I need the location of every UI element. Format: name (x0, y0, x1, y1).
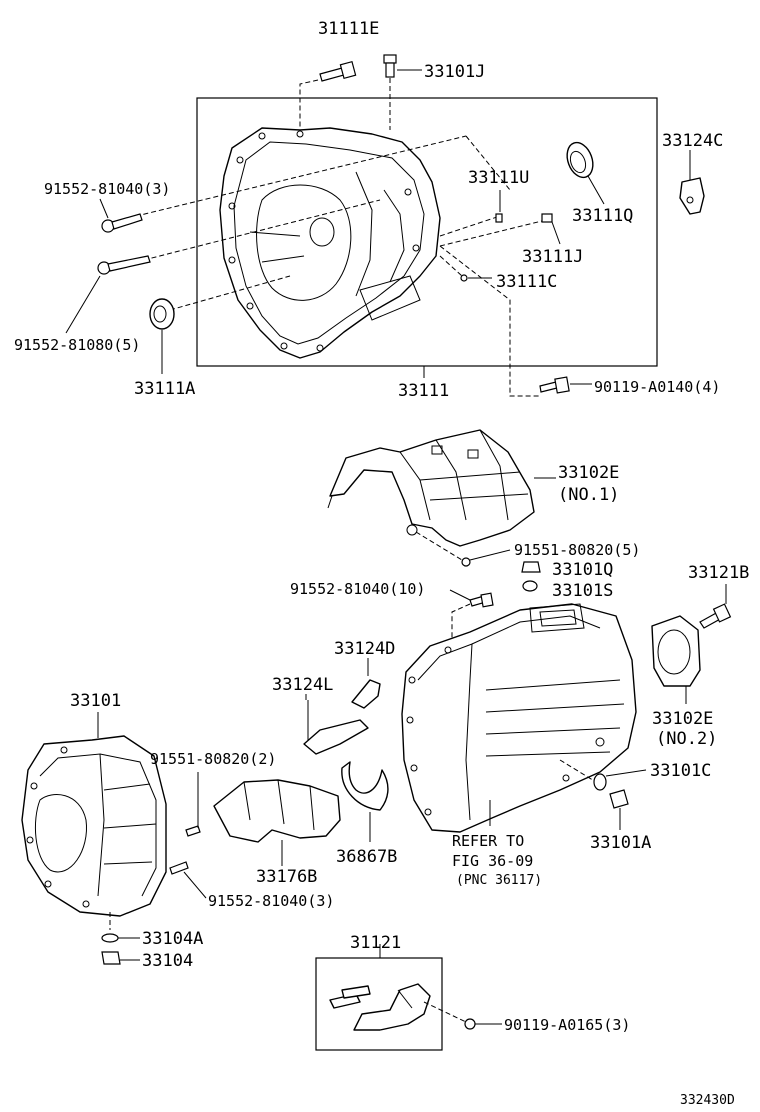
label-33121b: 33121B (688, 563, 749, 583)
label-91551-80820-5: 91551-80820(5) (514, 541, 640, 559)
seal-33111q (566, 141, 594, 179)
label-33124d: 33124D (334, 639, 395, 659)
bolt-91551-80820-lower (185, 825, 201, 837)
bracket-33124d (351, 679, 381, 709)
cover-33176b (213, 779, 341, 843)
label-33111j: 33111J (522, 247, 583, 267)
label-33104: 33104 (142, 951, 193, 971)
label-33111: 33111 (398, 381, 449, 401)
gasket-33101c (593, 773, 607, 791)
transmission-case-33101 (21, 735, 167, 917)
bolt-91552-81080 (97, 255, 151, 275)
bolt-91552-81040-top (101, 213, 143, 233)
label-31121: 31121 (350, 933, 401, 953)
label-33111c: 33111C (496, 272, 557, 292)
bracket-33124l (303, 700, 369, 755)
label-33101s: 33101S (552, 581, 613, 601)
label-91551-80820-2: 91551-80820(2) (150, 750, 276, 768)
plate-33124c (679, 177, 705, 215)
plug-33101j (383, 54, 397, 78)
label-33124c: 33124C (662, 131, 723, 151)
label-33124l: 33124L (272, 675, 333, 695)
label-33104a: 33104A (142, 929, 203, 949)
pin-33111c (460, 274, 468, 282)
bolt-90119-a0140 (539, 376, 570, 394)
label-33101j: 33101J (424, 62, 485, 82)
label-33101a: 33101A (590, 833, 651, 853)
ring-36867b (341, 761, 389, 811)
label-33102e-no1-sub: (NO.1) (558, 485, 619, 505)
bolt-91551-80820-upper (461, 557, 471, 567)
label-33101c: 33101C (650, 761, 711, 781)
label-refer-line1: REFER TO (452, 832, 524, 850)
nut-33104 (101, 951, 121, 965)
pin-33111j (541, 213, 553, 223)
bolt-90119-a0165 (464, 1018, 476, 1030)
transmission-case-right (401, 603, 637, 833)
plug-33101a (609, 789, 629, 809)
pin-33111u (495, 213, 503, 223)
label-36867b: 36867B (336, 847, 397, 867)
label-33111u: 33111U (468, 168, 529, 188)
label-33102e-no2-sub: (NO.2) (656, 729, 717, 749)
label-91552-81080-5: 91552-81080(5) (14, 336, 140, 354)
clutch-housing-33111 (219, 127, 441, 359)
lead-31111e (299, 79, 319, 132)
label-refer-line2: FIG 36-09 (452, 852, 533, 870)
label-91552-81040-3b: 91552-81040(3) (208, 892, 334, 910)
bolt-91552-81040-lower (169, 861, 189, 875)
seal-33111a (149, 298, 175, 330)
label-33101: 33101 (70, 691, 121, 711)
plug-33101q (521, 561, 541, 573)
washer-33101s (522, 580, 538, 592)
diagram-code: 332430D (680, 1093, 735, 1108)
bolt-91552-81040-mid (469, 592, 494, 608)
label-91552-81040-10: 91552-81040(10) (290, 580, 425, 598)
label-33176b: 33176B (256, 867, 317, 887)
bolt-31111e (319, 60, 357, 82)
label-91552-81040-3a: 91552-81040(3) (44, 180, 170, 198)
label-33102e-no2: 33102E (652, 709, 713, 729)
label-90119-a0165-3: 90119-A0165(3) (504, 1016, 630, 1034)
label-31111e: 31111E (318, 19, 379, 39)
label-90119-a0140-4: 90119-A0140(4) (594, 378, 720, 396)
label-33102e-no1: 33102E (558, 463, 619, 483)
fork-set-31121 (315, 957, 443, 1051)
cover-33102e-no2 (651, 615, 701, 687)
clutch-housing-group (65, 54, 705, 397)
label-33111q: 33111Q (572, 206, 633, 226)
clutch-housing-frame (196, 97, 658, 367)
bolt-33121b (699, 603, 732, 629)
label-refer-line3: (PNC 36117) (456, 873, 542, 888)
washer-33104a (101, 933, 119, 943)
label-33101q: 33101Q (552, 560, 613, 580)
cover-33102e-no1 (327, 429, 535, 547)
label-33111a: 33111A (134, 379, 195, 399)
